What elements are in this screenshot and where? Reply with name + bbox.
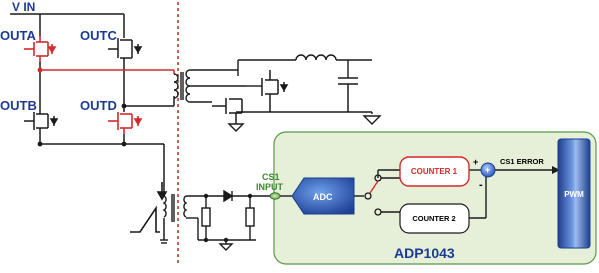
cs1-error-arrowhead xyxy=(552,166,560,174)
sense-junction-dots xyxy=(203,193,253,243)
sense-waveform-icon xyxy=(130,182,168,233)
adc-label: ADC xyxy=(313,192,333,202)
primary-highlight-wire xyxy=(40,69,175,74)
outb-label: OUTB xyxy=(0,98,37,113)
cs1-input-label: INPUT xyxy=(256,182,284,192)
output-inductor xyxy=(295,54,372,78)
ct-ground-symbol xyxy=(160,239,168,244)
mosfet-outd xyxy=(108,112,143,134)
counter-1-block xyxy=(399,156,470,187)
counter-2-block xyxy=(399,203,470,234)
burden-resistor-1 xyxy=(201,196,211,240)
outd-label: OUTD xyxy=(80,98,117,113)
cs1-label: CS1 xyxy=(262,172,280,182)
cs1-error-label: CS1 ERROR xyxy=(500,157,544,166)
summing-junction xyxy=(480,162,496,178)
counter-1-label: COUNTER 1 xyxy=(411,167,458,176)
counter-wiring xyxy=(377,169,558,219)
mosfet-outb xyxy=(24,112,59,134)
mosfet-outa xyxy=(24,36,57,62)
pwm-block xyxy=(557,138,591,249)
cs1-input-pin xyxy=(269,192,281,200)
plus-top-label: + xyxy=(473,157,478,167)
counter-2-label: COUNTER 2 xyxy=(412,214,455,223)
output-capacitor xyxy=(338,77,358,112)
outa-label: OUTA xyxy=(0,28,36,43)
pwm-label: PWM xyxy=(564,190,584,199)
main-transformer xyxy=(173,59,296,103)
output-return-rail xyxy=(236,111,373,114)
secondary-ground-symbol xyxy=(227,123,245,132)
minus-label: - xyxy=(479,179,483,191)
summer-plus-label: + xyxy=(485,165,490,175)
burden-resistor-2 xyxy=(245,196,255,240)
sync-rectifier-upper xyxy=(261,70,289,112)
junction-dots xyxy=(37,67,127,147)
adp1043-label: ADP1043 xyxy=(394,245,455,261)
output-ground-symbol xyxy=(362,115,382,125)
vin-label: V IN xyxy=(12,0,35,14)
outc-label: OUTC xyxy=(80,28,117,43)
sync-rectifier-lower xyxy=(212,98,243,124)
rectifier-diode xyxy=(223,189,270,203)
mosfet-outc xyxy=(108,38,143,64)
